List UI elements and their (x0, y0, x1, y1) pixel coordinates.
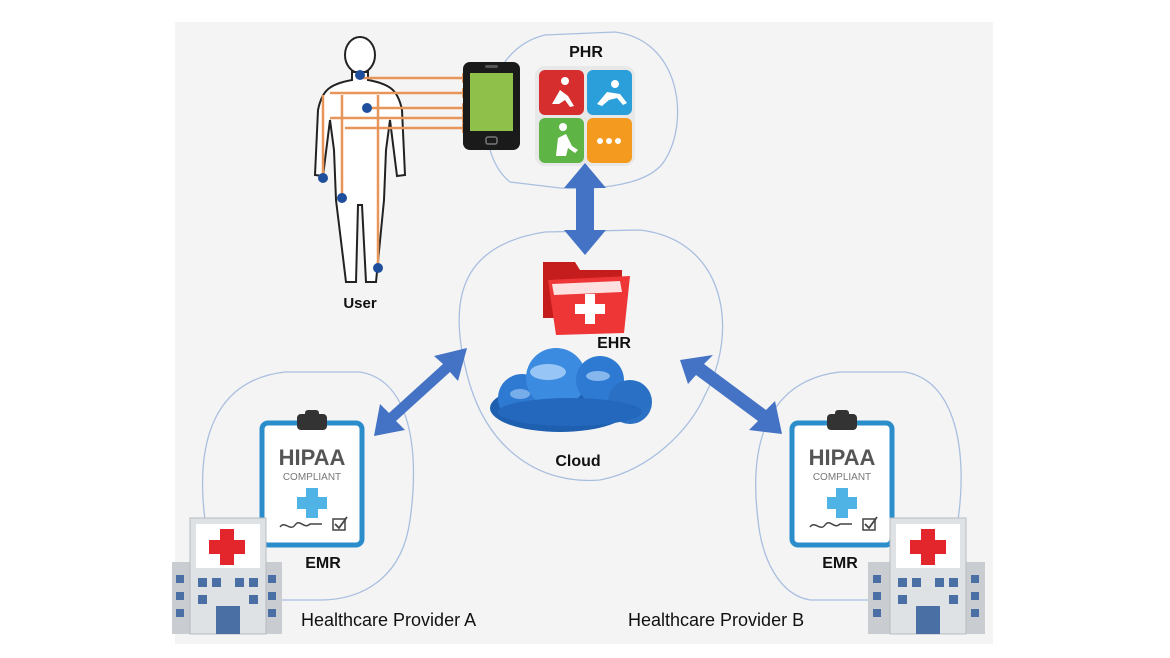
arrow-cloud-provider-b (680, 355, 782, 434)
smartphone-icon (463, 62, 520, 150)
hipaa-text-b: HIPAA (809, 445, 876, 470)
arrow-cloud-provider-a (374, 348, 467, 436)
hospital-a-icon (172, 517, 282, 635)
ehr-folder-icon (543, 262, 630, 335)
phr-app-icon (535, 66, 635, 166)
hipaa-clipboard-a: HIPAA COMPLIANT (259, 410, 365, 548)
provider-b-label: Healthcare Provider B (628, 610, 804, 630)
compliant-text-a: COMPLIANT (283, 472, 341, 483)
hipaa-text-a: HIPAA (279, 445, 346, 470)
emr-b-label: EMR (822, 555, 858, 572)
arrow-phr-ehr (564, 163, 606, 255)
user-label: User (343, 295, 377, 312)
emr-a-label: EMR (305, 555, 341, 572)
user-figure (313, 36, 407, 283)
phr-label: PHR (569, 44, 603, 61)
compliant-text-b: COMPLIANT (813, 472, 871, 483)
hospital-b-icon (868, 517, 985, 635)
sensor-dots (318, 70, 383, 273)
provider-a-label: Healthcare Provider A (301, 610, 476, 630)
ehr-label: EHR (597, 335, 631, 352)
cloud-label: Cloud (555, 453, 600, 470)
cloud-icon (490, 348, 652, 432)
hipaa-clipboard-b: HIPAA COMPLIANT (789, 410, 895, 548)
sensor-lines (321, 76, 462, 268)
cloud-bubble (458, 229, 724, 482)
provider-b-bubble (755, 371, 962, 601)
